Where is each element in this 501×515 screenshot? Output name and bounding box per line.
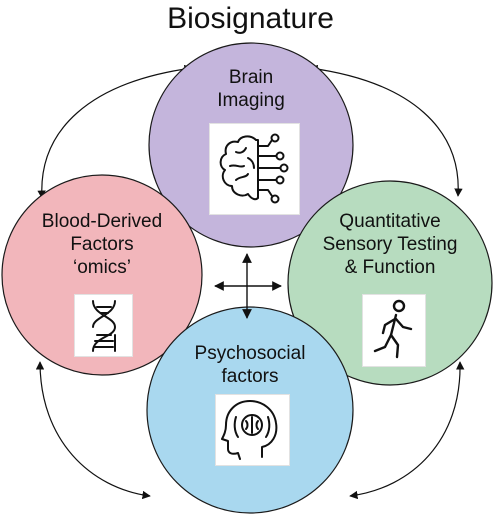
circle-blood-derived: [1, 174, 203, 376]
arc-brain-to-blood: [37, 64, 193, 199]
brain-imaging-line2: Imaging: [217, 90, 285, 111]
brain-imaging-line1: Brain: [228, 67, 274, 88]
psychosocial-line1: Psychosocial: [194, 343, 306, 364]
blood-derived-line1: Blood-Derived: [41, 211, 163, 232]
blood-derived-line2: Factors: [70, 234, 134, 255]
dna-icon: [74, 294, 133, 357]
quantitative-sensory-line3: & Function: [344, 257, 436, 278]
arc-blood-to-psych: [35, 361, 151, 500]
brain-circuit-icon: [209, 123, 300, 215]
connector-arcs: [35, 64, 465, 500]
diagram-title: Biosignature: [167, 2, 334, 35]
psychosocial-line2: factors: [221, 366, 279, 387]
circle-quantitative-sensory: [287, 180, 493, 386]
walking-person-icon: [362, 294, 426, 367]
center-cross-arrows: [214, 253, 282, 319]
brain-imaging-label: Brain Imaging: [191, 66, 311, 112]
psychosocial-label: Psychosocial factors: [180, 342, 320, 388]
quantitative-sensory-label: Quantitative Sensory Testing & Function: [305, 210, 475, 279]
arc-sensory-to-psych: [349, 361, 465, 500]
quantitative-sensory-line2: Sensory Testing: [322, 234, 458, 255]
blood-derived-label: Blood-Derived Factors ‘omics’: [22, 210, 182, 279]
blood-derived-line3: ‘omics’: [72, 257, 132, 278]
head-brain-icon: [215, 394, 290, 466]
arc-brain-to-sensory: [309, 64, 463, 197]
quantitative-sensory-line1: Quantitative: [339, 211, 441, 232]
